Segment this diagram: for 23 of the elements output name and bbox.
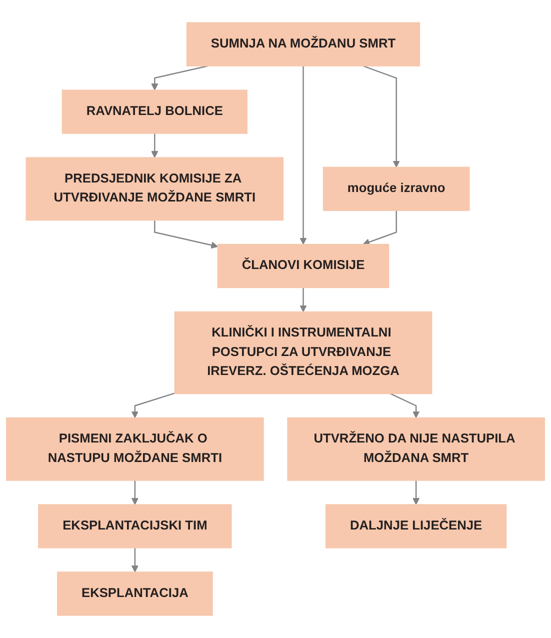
arrow — [131, 548, 138, 572]
arrow — [300, 288, 307, 312]
node-box: KLINIČKI I INSTRUMENTALNI POSTUPCI ZA UTVRĐIVANJE IREVERZ. OŠTEĆENJA MOZGA — [174, 311, 432, 394]
arrow — [362, 210, 397, 246]
arrow — [412, 480, 420, 505]
arrow — [131, 392, 175, 418]
node-box: EKSPLANTACIJSKI TIM — [38, 504, 232, 548]
node-box: RAVNATELJ BOLNICE — [62, 90, 248, 134]
arrow — [362, 65, 400, 168]
node-box: DALJNJE LIJEČENJE — [326, 504, 507, 548]
arrow — [131, 480, 138, 505]
node-box: SUMNJA NA MOŽDANU SMRT — [186, 22, 420, 66]
arrow — [300, 66, 307, 245]
node-box: EKSPLANTACIJA — [57, 572, 213, 616]
node-box: ČLANOVI KOMISIJE — [217, 244, 390, 288]
arrow — [154, 220, 218, 249]
node-box: PREDSJEDNIK KOMISIJE ZA UTVRĐIVANJE MOŽDANE SMRTI — [26, 157, 284, 221]
node-box: PISMENI ZAKLJUČAK O NASTUPU MOŽDANE SMRTI — [6, 417, 264, 481]
arrow — [151, 133, 158, 158]
node-box: UTVRŽENO DA NIJE NASTUPILA MOŽDANA SMRT — [287, 417, 545, 481]
arrow — [390, 393, 420, 418]
node-box: moguće izravno — [322, 166, 470, 211]
arrow — [151, 65, 208, 90]
